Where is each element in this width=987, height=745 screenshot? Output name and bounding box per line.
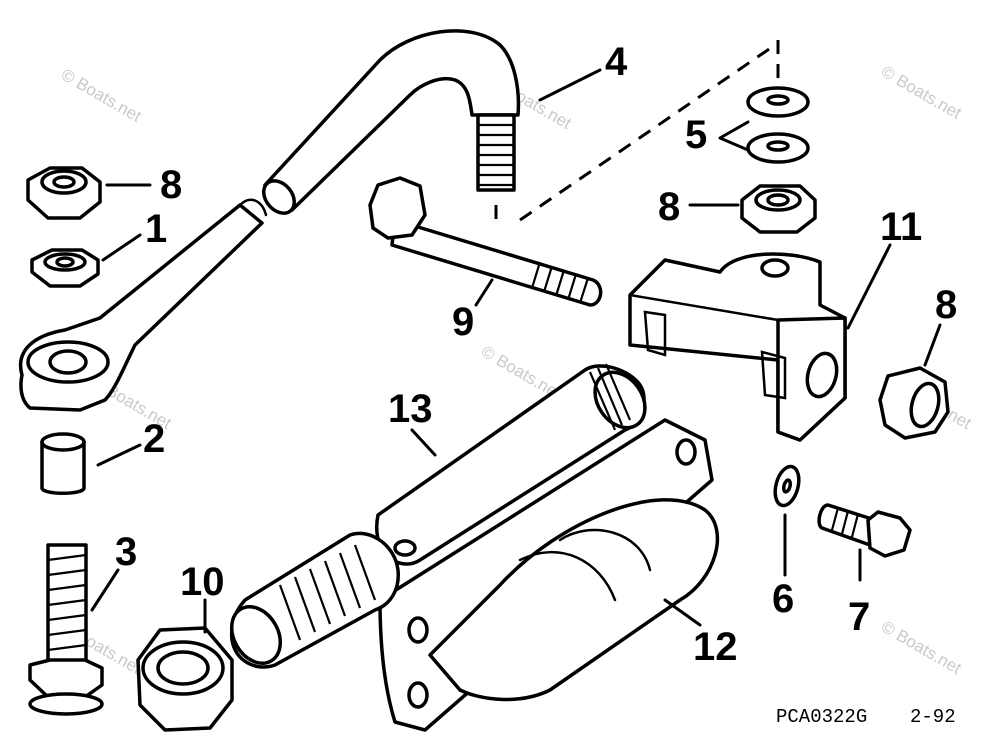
part-threaded-sleeve [229,531,400,669]
part-8-locknut [26,166,102,220]
part-9-long-bolt [368,176,603,307]
part-1-link-rod [18,198,268,412]
part-10-hex-nut [136,626,234,732]
callout-2: 2 [143,417,165,461]
callout-1: 1 [145,207,167,251]
part-6-washer [773,464,801,508]
watermark: © Boats.net [58,65,145,126]
figure-date: 2-92 [910,706,956,728]
part-8-locknut [878,366,950,440]
callout-11: 11 [880,205,922,249]
part-7-bolt [817,503,912,558]
callout-3: 3 [115,530,137,574]
callout-12: 12 [693,625,738,669]
callout-8: 8 [935,283,957,327]
callout-5: 5 [685,113,707,157]
part-3-bolt [28,543,104,716]
callout-8: 8 [160,163,182,207]
part-1-jam-nut [30,248,100,288]
watermark: © Boats.net [878,62,965,123]
callout-9: 9 [452,300,474,344]
callout-13: 13 [388,387,433,431]
part-11-bracket [628,252,847,442]
callout-numbers: 8 1 2 3 4 5 8 9 11 8 13 10 12 6 7 [115,40,957,669]
part-2-bushing [40,432,86,495]
callout-7: 7 [848,595,870,639]
callout-6: 6 [772,577,794,621]
part-5-washer [746,132,810,164]
assembly-guide-line [519,43,776,222]
part-12-clamp-bracket [378,418,720,732]
callout-4: 4 [605,40,628,84]
callout-8: 8 [658,185,680,229]
figure-code: PCA0322G [776,706,867,728]
part-5-washer [746,86,810,118]
callout-10: 10 [180,560,225,604]
leader-lines [90,68,942,634]
watermark: © Boats.net [878,617,965,678]
part-4-bent-tube [261,29,521,215]
part-8-locknut [740,184,817,234]
